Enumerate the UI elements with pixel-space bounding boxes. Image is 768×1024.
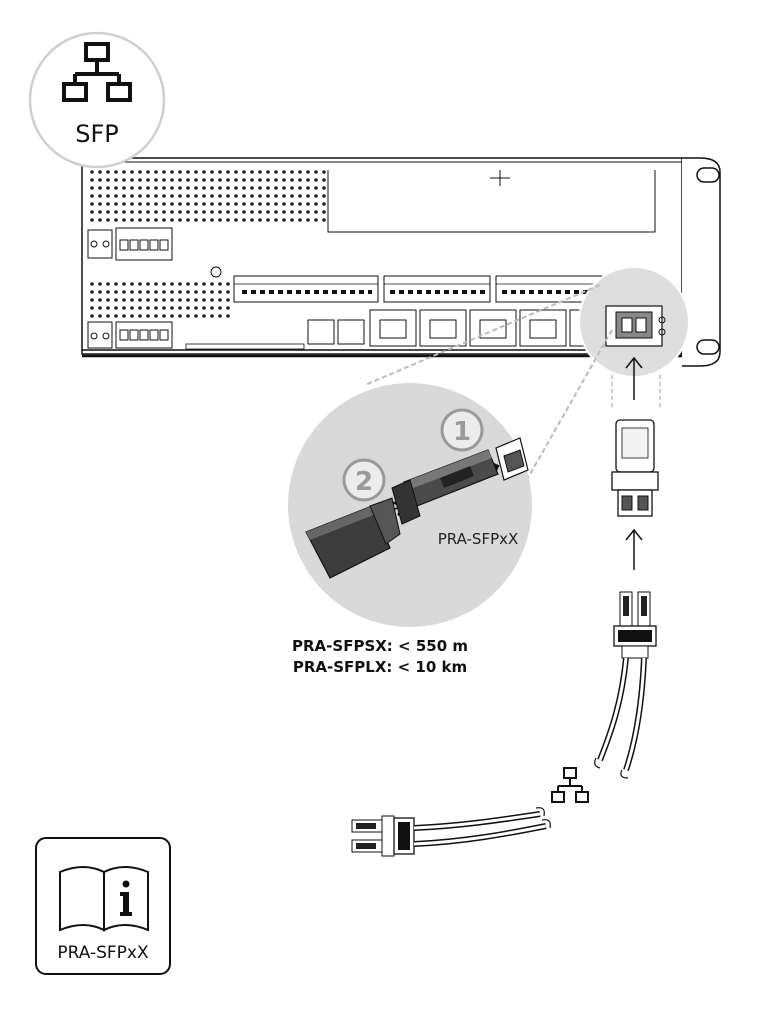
sfp-port-magnifier: [578, 266, 690, 378]
fiber-cable-vertical: [594, 591, 657, 779]
manual-label: PRA-SFPxX: [57, 943, 149, 963]
amplifier-chassis: [81, 157, 721, 367]
sfp-badge: SFP: [28, 31, 166, 169]
fiber-cable-horizontal: [351, 807, 551, 857]
terminal-block-lower: [115, 321, 173, 349]
network-icon: [62, 42, 132, 102]
lc-connector-plug: [305, 497, 401, 579]
upward-arrow-bottom: [625, 528, 643, 570]
rack-ear: [682, 157, 721, 367]
step-2-label: 2: [355, 467, 373, 497]
ethernet-ports: [369, 309, 601, 347]
sfp-cage-icon: [495, 437, 529, 481]
power-connector-upper: [87, 229, 113, 259]
io-terminal-strip-1: [233, 275, 379, 303]
step-1-label: 1: [453, 417, 471, 447]
spec-line-sx: PRA-SFPSX: < 550 m: [292, 637, 468, 655]
rack-mount-hole-bottom: [696, 339, 720, 355]
network-icon-cable: [551, 767, 589, 803]
vent-grid-bottom: [86, 282, 230, 320]
spec-line-lx: PRA-SFPLX: < 10 km: [293, 658, 467, 676]
callout-line-upper: [364, 284, 601, 386]
io-terminal-strip-2: [383, 275, 491, 303]
warning-label-strip: [185, 343, 305, 350]
upward-arrow-top: [625, 356, 643, 400]
sfp-transceiver-module: [391, 449, 499, 525]
manual-info-icon: [59, 866, 149, 932]
power-connector-lower: [87, 321, 113, 349]
step-1-marker: 1: [440, 408, 484, 452]
sfp-module-vertical: [611, 419, 659, 517]
sfp-badge-label: SFP: [75, 120, 119, 148]
aux-connector-a: [307, 319, 335, 345]
aux-connector-b: [337, 319, 365, 345]
step-2-marker: 2: [342, 458, 386, 502]
terminal-block-upper: [115, 227, 173, 261]
ground-screw: [210, 266, 222, 278]
insertion-detail-circle: 1 2 PRA-SFPxX: [288, 383, 532, 627]
rack-mount-hole-top: [696, 167, 720, 183]
manual-reference-box: PRA-SFPxX: [35, 837, 171, 975]
module-label: PRA-SFPxX: [438, 530, 519, 548]
vent-grid-top: [86, 166, 330, 224]
